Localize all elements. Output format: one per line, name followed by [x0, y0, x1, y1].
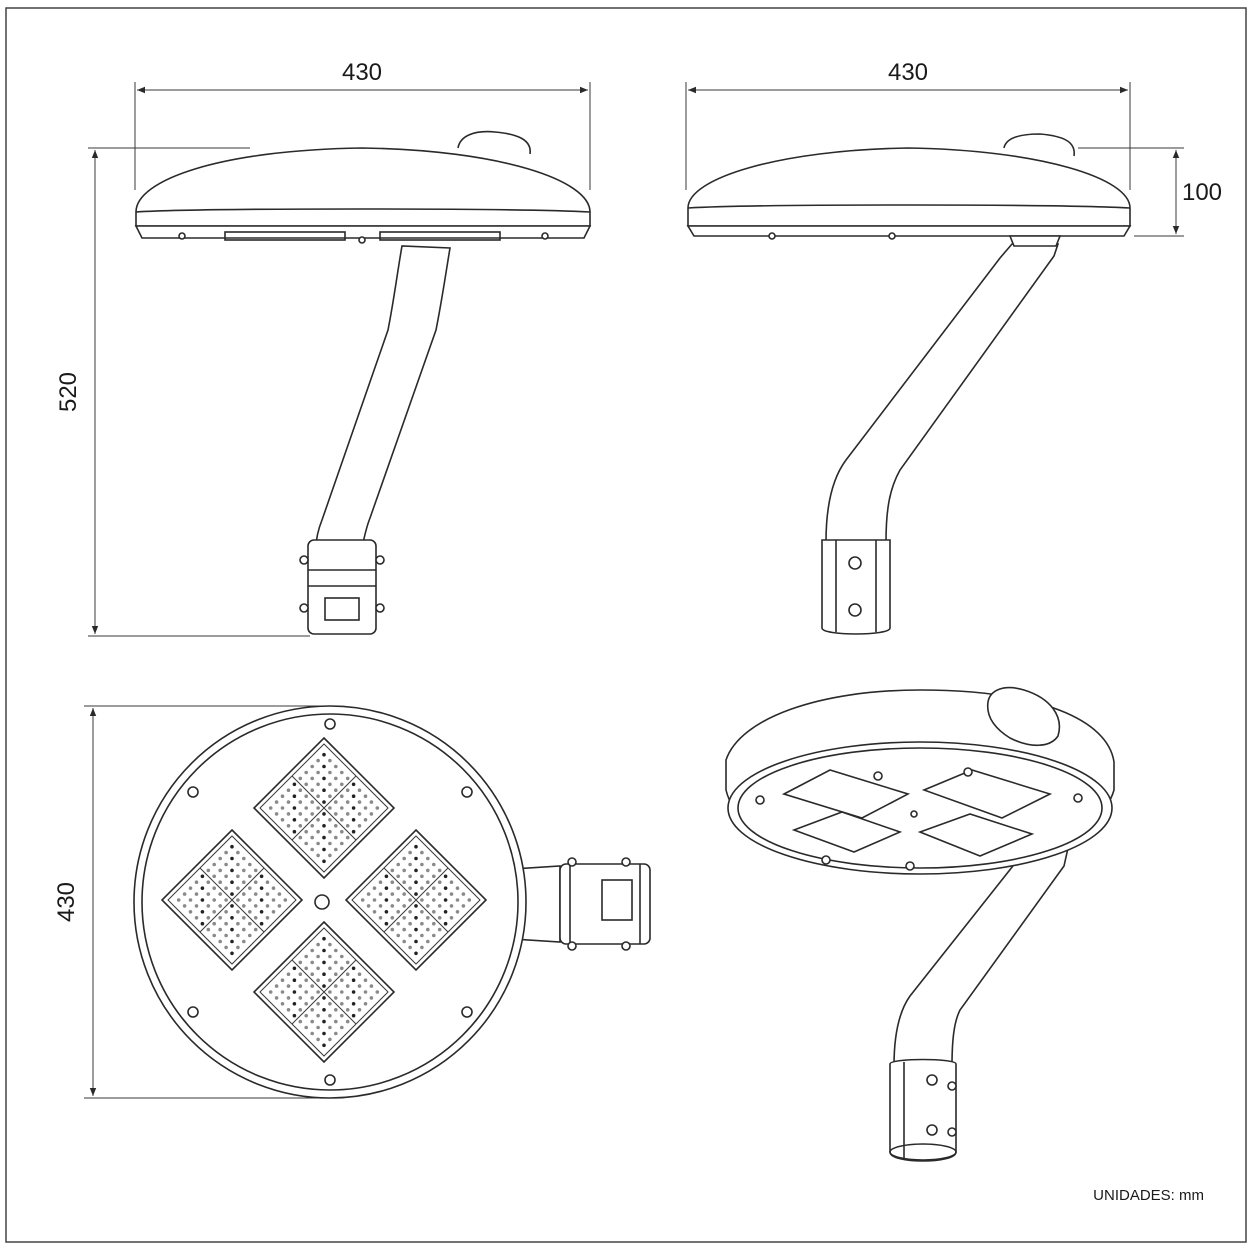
bottom-clamp — [559, 863, 651, 945]
led-module-left — [160, 828, 304, 972]
perspective-arm — [893, 847, 1070, 1067]
front-width-label: 430 — [888, 59, 928, 86]
bottom-clamp-label-plate — [601, 879, 633, 921]
side-width-label: 430 — [342, 59, 382, 86]
diameter-label: 430 — [53, 882, 80, 922]
front-clamp-bolt-top — [848, 556, 862, 570]
units-note: UNIDADES: mm — [1093, 1187, 1204, 1204]
perspective-led-modules — [781, 769, 1053, 857]
bottom-led-modules — [160, 736, 488, 1064]
front-head-cap — [1003, 133, 1075, 157]
front-view: 430 100 — [685, 59, 1222, 635]
head-height-label: 100 — [1182, 179, 1222, 206]
side-view: 430 520 — [55, 59, 592, 637]
led-module-bottom — [252, 920, 396, 1064]
side-led-module-left — [224, 231, 346, 241]
bottom-housing-inner-rim — [141, 713, 519, 1091]
perspective-cap — [986, 686, 1061, 747]
bottom-housing-disc — [133, 705, 527, 1099]
front-head-lens-rim — [686, 225, 1132, 237]
front-clamp — [821, 539, 891, 635]
side-arm — [315, 245, 451, 549]
perspective-lens-face — [727, 741, 1113, 875]
front-arm — [825, 243, 1060, 543]
front-clamp-bolt-bottom — [848, 603, 862, 617]
front-head-housing — [687, 147, 1131, 227]
side-clamp-label-plate — [324, 597, 360, 621]
height-label: 520 — [55, 372, 82, 412]
side-head-housing — [135, 147, 591, 227]
side-led-module-right — [379, 231, 501, 241]
led-module-right — [344, 828, 488, 972]
side-head-lens-rim — [134, 225, 592, 239]
bottom-center-sensor — [314, 894, 330, 910]
perspective-view — [725, 686, 1115, 1162]
side-head-cap — [457, 130, 531, 155]
led-module-top — [252, 736, 396, 880]
drawing-frame — [5, 7, 1247, 1243]
bottom-view: 430 — [53, 705, 651, 1099]
